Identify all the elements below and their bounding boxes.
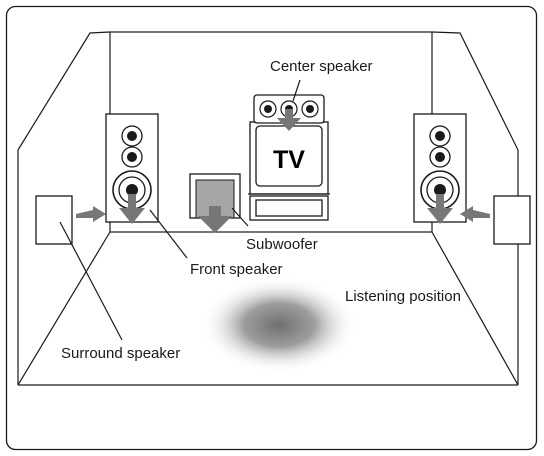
surround-speaker-label: Surround speaker [61, 345, 180, 362]
surround-speaker-left [35, 195, 73, 245]
arrow-left-surround-right [460, 206, 490, 222]
front-speaker-label: Front speaker [190, 261, 283, 278]
arrow-down-subwoofer [198, 206, 232, 233]
center-speaker-label: Center speaker [270, 58, 373, 75]
leader-lines [59, 79, 301, 341]
subwoofer-label: Subwoofer [246, 236, 318, 253]
room-outline [17, 31, 519, 386]
listening-position-spot [201, 277, 357, 373]
outer-frame [5, 5, 538, 451]
arrow-down-front-left [119, 194, 145, 224]
arrow-right-surround-left [76, 206, 106, 222]
subwoofer [189, 173, 241, 219]
sound-direction-arrows [76, 109, 490, 233]
listening-position-label: Listening position [345, 288, 461, 305]
tv-set [248, 121, 330, 221]
tv-label: TV [273, 146, 305, 174]
surround-speaker-right [493, 195, 531, 245]
arrow-down-center [277, 109, 301, 131]
arrow-down-front-right [427, 194, 453, 224]
